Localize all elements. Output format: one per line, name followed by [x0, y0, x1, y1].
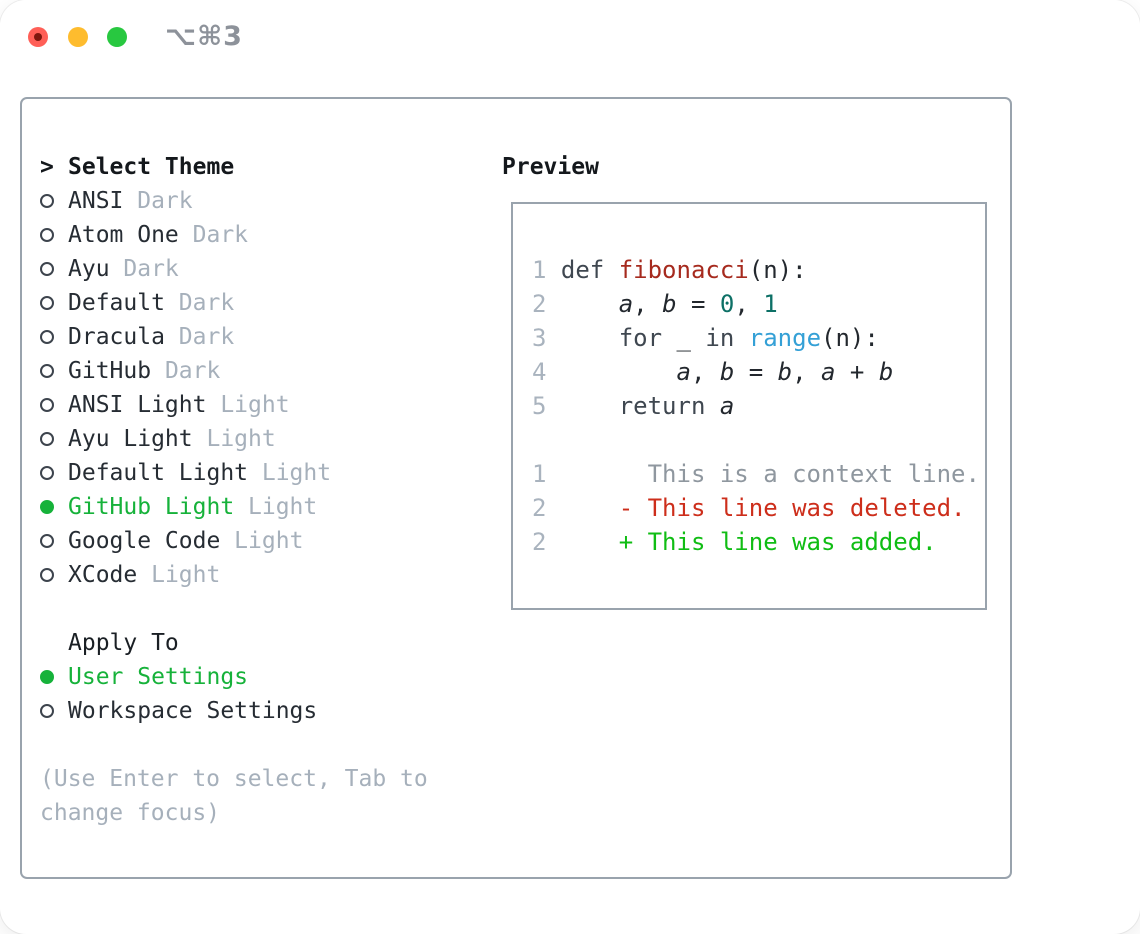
code-line	[532, 423, 980, 457]
title-bar: ⌥⌘3	[0, 0, 1140, 72]
option-label: Workspace Settings	[68, 698, 318, 724]
theme-option-xcode[interactable]: XCode Light	[40, 558, 331, 592]
option-label: Default	[68, 290, 165, 316]
code-line: 1 This is a context line.	[532, 460, 980, 488]
line-number: 1	[532, 256, 547, 284]
radio-selected-icon	[40, 670, 54, 684]
theme-option-ayu-light[interactable]: Ayu Light Light	[40, 422, 331, 456]
option-label: Atom One	[68, 222, 179, 248]
line-number: 2	[532, 494, 547, 522]
apply-option-workspace-settings[interactable]: Workspace Settings	[40, 694, 317, 728]
radio-icon	[40, 194, 54, 208]
preview-header: Preview	[502, 154, 599, 180]
code-line: 2 a, b = 0, 1	[532, 290, 778, 318]
preview-code: 1 def fibonacci(n): 2 a, b = 0, 1 3 for _ …	[532, 253, 980, 559]
option-label: Ayu Light	[68, 426, 193, 452]
code-line: 4 a, b = b, a + b	[532, 358, 894, 386]
select-theme-title: Select Theme	[68, 154, 235, 180]
option-label: Ayu	[68, 256, 110, 282]
radio-icon	[40, 330, 54, 344]
code-line: 2 - This line was deleted.	[532, 494, 966, 522]
close-button[interactable]	[28, 27, 48, 47]
radio-icon	[40, 296, 54, 310]
radio-icon	[40, 466, 54, 480]
minimize-button[interactable]	[68, 27, 88, 47]
theme-option-github-light[interactable]: GitHub Light Light	[40, 490, 331, 524]
line-number: 5	[532, 392, 547, 420]
theme-option-ansi[interactable]: ANSI Dark	[40, 184, 331, 218]
option-label: GitHub Light	[68, 494, 235, 520]
radio-icon	[40, 228, 54, 242]
option-variant-label: Dark	[164, 290, 235, 316]
option-label: GitHub	[68, 358, 152, 384]
code-line: 3 for _ in range(n):	[532, 324, 879, 352]
line-number: 2	[532, 290, 547, 318]
radio-icon	[40, 704, 54, 718]
line-number: 2	[532, 528, 547, 556]
theme-option-github[interactable]: GitHub Dark	[40, 354, 331, 388]
option-label: ANSI	[68, 188, 124, 214]
option-variant-label: Light	[137, 562, 221, 588]
zoom-button[interactable]	[107, 27, 127, 47]
theme-option-default[interactable]: Default Dark	[40, 286, 331, 320]
theme-option-ayu[interactable]: Ayu Dark	[40, 252, 331, 286]
theme-option-dracula[interactable]: Dracula Dark	[40, 320, 331, 354]
theme-option-atom-one[interactable]: Atom One Dark	[40, 218, 331, 252]
radio-icon	[40, 432, 54, 446]
prompt-icon: >	[40, 154, 54, 180]
theme-option-ansi-light[interactable]: ANSI Light Light	[40, 388, 331, 422]
line-number: 4	[532, 358, 547, 386]
option-variant-label: Light	[192, 426, 276, 452]
option-variant-label: Dark	[178, 222, 249, 248]
option-variant-label: Dark	[109, 256, 179, 282]
option-label: Default Light	[68, 460, 249, 486]
line-number: 1	[532, 460, 547, 488]
preview-box: 1 def fibonacci(n): 2 a, b = 0, 1 3 for _ …	[511, 202, 987, 610]
keyboard-shortcut-label: ⌥⌘3	[165, 21, 243, 52]
radio-icon	[40, 568, 54, 582]
select-theme-header: > Select Theme	[40, 150, 234, 184]
theme-option-google-code[interactable]: Google Code Light	[40, 524, 331, 558]
apply-option-user-settings[interactable]: User Settings	[40, 660, 317, 694]
radio-selected-icon	[40, 500, 54, 514]
option-variant-label: Light	[248, 460, 332, 486]
radio-icon	[40, 534, 54, 548]
option-variant-label: Light	[234, 494, 318, 520]
option-label: XCode	[68, 562, 138, 588]
radio-icon	[40, 398, 54, 412]
option-label: User Settings	[68, 664, 249, 690]
option-label: Google Code	[68, 528, 221, 554]
apply-to-header: Apply To	[68, 630, 179, 656]
code-line: 1 def fibonacci(n):	[532, 256, 807, 284]
option-label: ANSI Light	[68, 392, 207, 418]
code-line: 2 + This line was added.	[532, 528, 937, 556]
option-label: Dracula	[68, 324, 165, 350]
code-line: 5 return a	[532, 392, 735, 420]
theme-option-default-light[interactable]: Default Light Light	[40, 456, 331, 490]
option-variant-label: Light	[206, 392, 290, 418]
option-variant-label: Light	[220, 528, 304, 554]
option-variant-label: Dark	[164, 324, 235, 350]
line-number: 3	[532, 324, 547, 352]
radio-icon	[40, 364, 54, 378]
option-variant-label: Dark	[123, 188, 193, 214]
radio-icon	[40, 262, 54, 276]
option-variant-label: Dark	[151, 358, 221, 384]
